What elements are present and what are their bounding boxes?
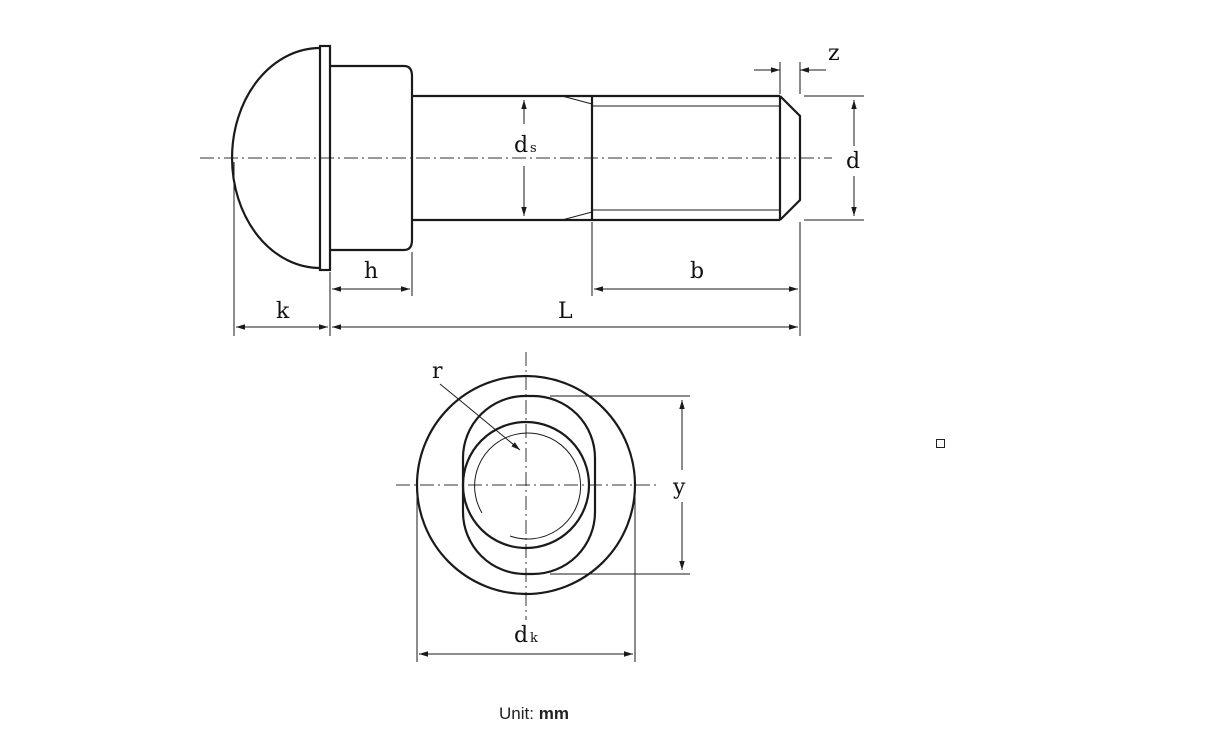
dim-ds: d s (514, 100, 537, 216)
square-neck (330, 64, 414, 252)
thread-major-circle (461, 420, 591, 550)
dim-L: L (332, 299, 798, 330)
d-label: d (846, 149, 860, 174)
r-label: r (432, 359, 443, 384)
chamfer-end (779, 95, 802, 221)
b-label: b (690, 259, 704, 284)
dim-h: h (332, 259, 410, 292)
dim-dk: d k (416, 490, 636, 662)
ds-subscript: s (530, 141, 537, 156)
small-square-marker (936, 439, 945, 448)
L-label: L (558, 299, 573, 324)
ds-label: d (514, 133, 528, 158)
thread-minor-arc (474, 432, 582, 540)
dk-label: d (514, 623, 528, 648)
h-label: h (364, 259, 378, 284)
unit-value: mm (538, 704, 569, 723)
head-flange (318, 44, 332, 272)
dim-z: z (754, 41, 840, 94)
dim-y: y (550, 395, 690, 575)
unit-caption: Unit: mm (0, 704, 1068, 724)
dim-d: d (804, 95, 864, 221)
side-view (200, 44, 832, 272)
dim-r: r (432, 359, 521, 451)
y-label: y (672, 475, 686, 500)
unit-prefix: Unit: (499, 704, 539, 723)
k-label: k (276, 299, 290, 324)
end-view (396, 352, 658, 620)
z-label: z (828, 41, 840, 66)
dim-b: b (594, 259, 798, 292)
dim-k: k (236, 299, 328, 330)
head-outer-circle (415, 374, 637, 596)
dome-head (230, 46, 321, 270)
dk-subscript: k (530, 631, 538, 646)
bolt-technical-drawing: d s d z h b k L (200, 41, 864, 662)
